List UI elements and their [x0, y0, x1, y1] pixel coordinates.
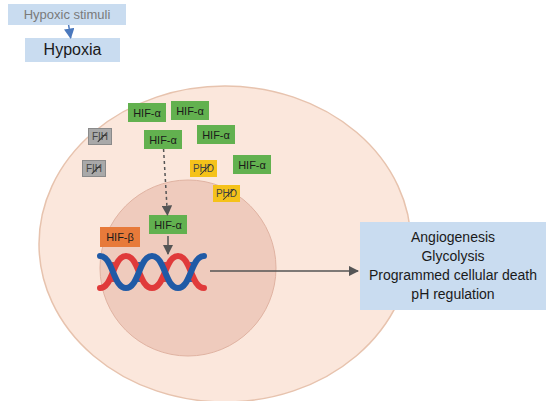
node-text: HIF-α: [176, 105, 204, 117]
node-text: FIH: [86, 163, 102, 174]
node-text: pH regulation: [411, 285, 494, 304]
node-text: HIF-α: [149, 134, 177, 146]
node-text: Hypoxia: [44, 41, 102, 59]
stimulus-box: Hypoxic stimuli: [8, 4, 126, 25]
inhibited-enzyme: PHD: [213, 185, 240, 202]
node-text: HIF-β: [106, 231, 134, 243]
node-text: FIH: [92, 131, 108, 142]
node-text: PHD: [193, 163, 214, 174]
node-text: HIF-α: [154, 219, 182, 231]
node-text: Glycolysis: [421, 247, 484, 266]
connector-arrow: [164, 149, 168, 215]
outcome-box: AngiogenesisGlycolysisProgrammed cellula…: [360, 222, 546, 310]
node-text: Angiogenesis: [411, 228, 495, 247]
node-text: PHD: [216, 188, 237, 199]
protein-box: HIF-α: [128, 103, 166, 122]
cell-membrane: [39, 86, 411, 401]
dna-helix: [100, 256, 204, 288]
node-text: Hypoxic stimuli: [24, 7, 111, 22]
protein-box: HIF-α: [149, 215, 187, 234]
protein-box: HIF-α: [197, 125, 235, 144]
inhibited-enzyme: FIH: [82, 160, 106, 177]
node-text: HIF-α: [202, 129, 230, 141]
inhibited-enzyme: FIH: [88, 128, 112, 145]
cell-nucleus: [100, 180, 276, 356]
inhibited-enzyme: PHD: [190, 160, 217, 177]
protein-box: HIF-α: [171, 101, 209, 120]
node-text: HIF-α: [238, 159, 266, 171]
state-box: Hypoxia: [25, 38, 120, 62]
protein-box: HIF-β: [100, 227, 140, 247]
protein-box: HIF-α: [233, 155, 271, 174]
node-text: Programmed cellular death: [369, 266, 537, 285]
node-text: HIF-α: [133, 107, 161, 119]
protein-box: HIF-α: [144, 130, 182, 149]
connector-arrow: [69, 25, 71, 38]
output-arrow: [210, 270, 358, 272]
binding-arrow: [167, 236, 169, 254]
